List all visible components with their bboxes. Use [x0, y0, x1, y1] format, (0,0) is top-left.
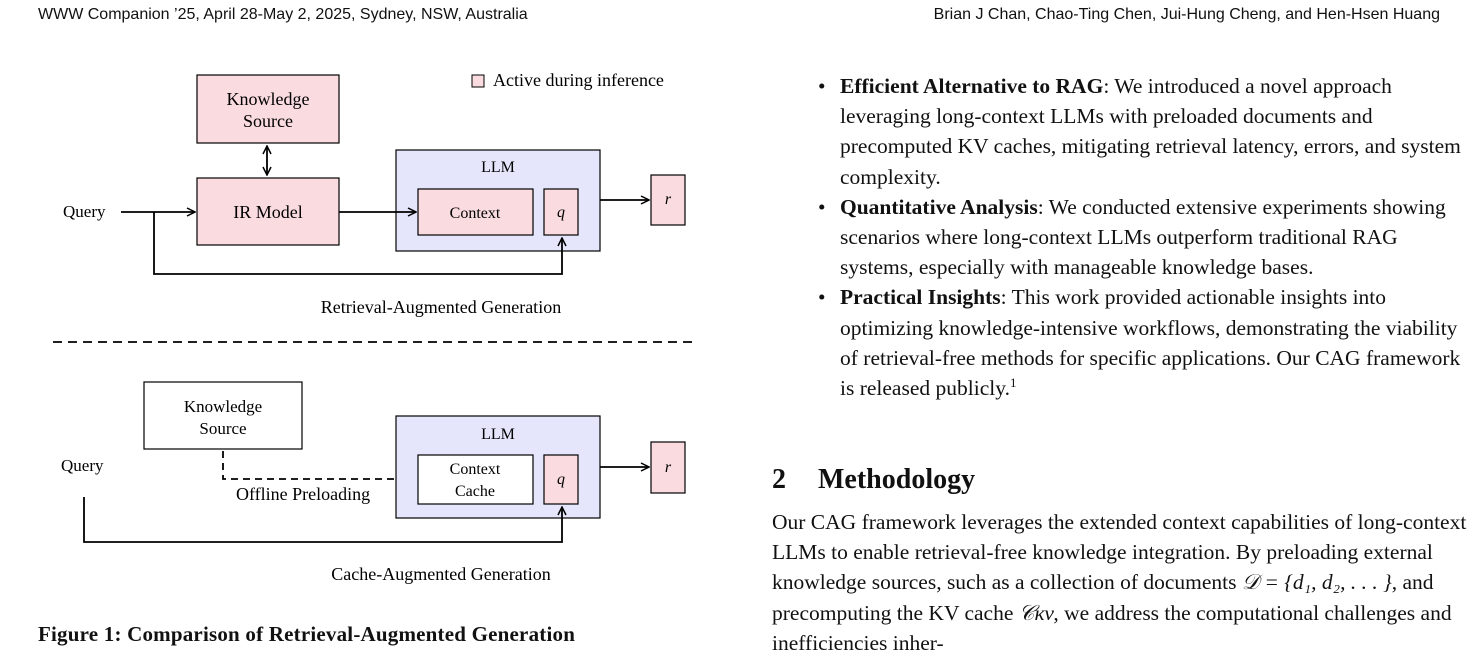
contribution-item: • Efficient Alternative to RAG: We intro… [772, 71, 1468, 192]
bullet-icon: • [818, 194, 826, 219]
comparison-figure: Active during inference Knowledge Source… [53, 70, 692, 584]
rag-q-box [543, 188, 579, 236]
paragraph-text: , and precomputing the KV cache [772, 570, 1434, 625]
rag-diagram-label: Retrieval-Augmented Generation [321, 297, 561, 317]
rag-query-label: Query [63, 202, 106, 221]
rag-context-box [417, 188, 534, 236]
cag-preload-arrow [222, 451, 416, 479]
contribution-title: Practical Insights [840, 285, 1001, 310]
section-title: Methodology [818, 464, 976, 495]
rag-r-label: r [665, 191, 672, 208]
cag-knowledge-label-2: Source [199, 419, 246, 438]
rag-ir-model-label: IR Model [233, 202, 303, 222]
section-heading: 2 Methodology [772, 464, 975, 496]
cag-q-box [543, 454, 579, 505]
kv-cache-math: 𝒞ᴋᴠ [1018, 600, 1054, 625]
running-header-left: WWW Companion ’25, April 28-May 2, 2025,… [38, 6, 528, 23]
cag-knowledge-label-1: Knowledge [184, 397, 262, 416]
cag-r-box [650, 441, 686, 494]
contribution-text: : We conducted extensive experiments sho… [840, 194, 1446, 280]
contribution-item: • Practical Insights: This work provided… [772, 282, 1468, 403]
contribution-title: Efficient Alternative to RAG [840, 74, 1104, 98]
paragraph-text: Our CAG framework leverages the extended… [772, 510, 1467, 595]
cag-query-label: Query [61, 456, 104, 475]
paragraph-text: , we address the computational challenge… [772, 600, 1452, 655]
cag-q-label: q [557, 471, 565, 488]
contribution-text: : This work provided actionable insights… [840, 285, 1461, 401]
legend-label: Active during inference [493, 70, 664, 90]
rag-context-label: Context [450, 205, 501, 222]
rag-knowledge-label-1: Knowledge [227, 89, 310, 109]
cag-context-label-1: Context [450, 461, 501, 478]
bullet-icon: • [818, 74, 826, 98]
contribution-item: • Quantitative Analysis: We conducted ex… [772, 192, 1468, 283]
contributions-list: • Efficient Alternative to RAG: We intro… [772, 71, 1468, 403]
rag-llm-label: LLM [481, 159, 515, 176]
legend-swatch [471, 74, 485, 88]
running-header-right: Brian J Chan, Chao-Ting Chen, Jui-Hung C… [933, 6, 1440, 23]
rag-query-bypass-arrow [153, 212, 562, 275]
section-number: 2 [772, 464, 786, 495]
cag-offline-label: Offline Preloading [236, 484, 370, 504]
footnote-marker[interactable]: 1 [1009, 374, 1017, 390]
rag-q-label: q [557, 204, 565, 221]
cag-llm-label: LLM [481, 426, 515, 443]
cag-context-cache-box [417, 454, 534, 505]
contribution-text: : We introduced a novel approach leverag… [840, 74, 1461, 189]
contribution-title: Quantitative Analysis [840, 194, 1038, 219]
rag-knowledge-source-box [196, 74, 340, 144]
cag-context-label-2: Cache [455, 483, 495, 500]
cag-r-label: r [665, 459, 672, 476]
bullet-icon: • [818, 285, 826, 310]
rag-knowledge-label-2: Source [243, 111, 293, 131]
methodology-paragraph: Our CAG framework leverages the extended… [772, 507, 1468, 658]
document-set-math: 𝒟 = {d₁, d₂, . . . } [1241, 570, 1392, 595]
rag-r-box [650, 174, 686, 226]
figure-caption: Figure 1: Comparison of Retrieval-Augmen… [38, 622, 576, 646]
cag-knowledge-source-box [143, 381, 303, 450]
rag-ir-model-box [196, 177, 340, 246]
cag-diagram-label: Cache-Augmented Generation [331, 564, 550, 584]
cag-query-arrow [83, 497, 562, 543]
